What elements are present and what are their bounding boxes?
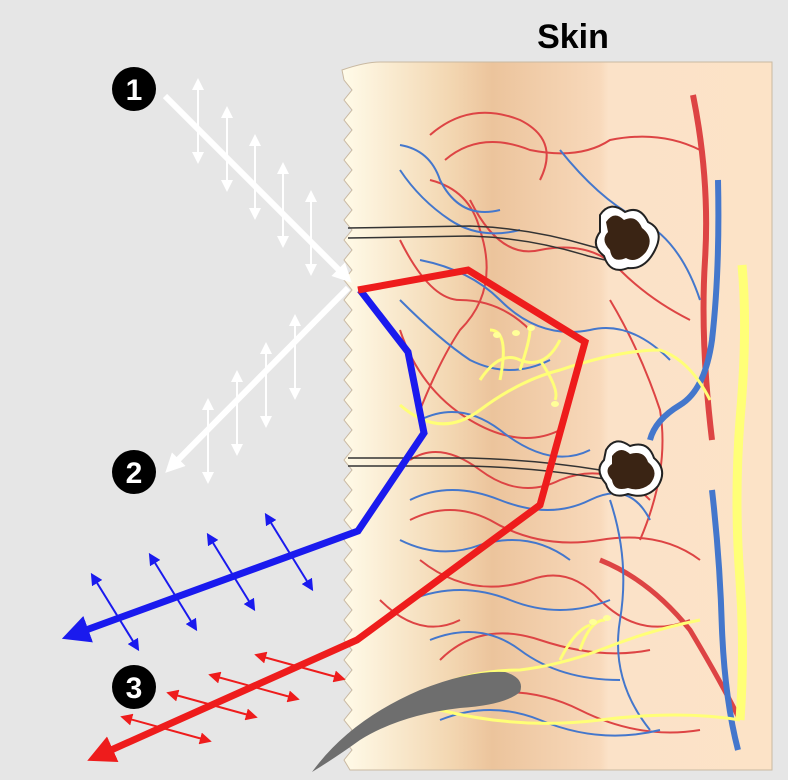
skin-title: Skin [537,18,609,56]
marker-3-label: 3 [126,672,143,705]
marker-1: 1 [112,67,156,111]
marker-2: 2 [112,450,156,494]
marker-2-label: 2 [126,457,143,490]
marker-1-label: 1 [126,74,143,107]
marker-3: 3 [112,665,156,709]
